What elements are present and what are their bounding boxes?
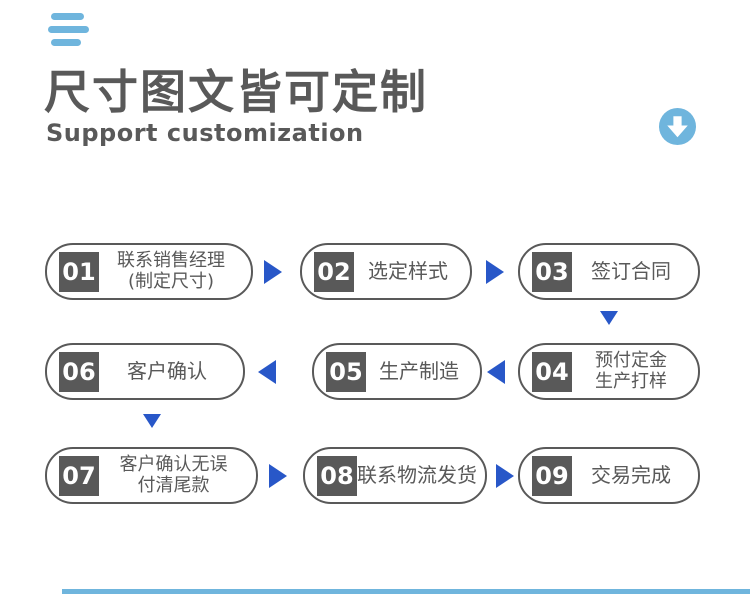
step-label: 客户确认无误 付清尾款 bbox=[99, 453, 248, 496]
flow-step-06: 06 客户确认 bbox=[45, 343, 245, 400]
step-label-line: 付清尾款 bbox=[137, 474, 210, 496]
arrow-left-icon bbox=[487, 360, 505, 384]
arrow-right-icon bbox=[486, 260, 504, 284]
step-label-line: (制定尺寸) bbox=[127, 270, 215, 292]
bottom-accent-bar bbox=[62, 589, 750, 594]
arrow-right-icon bbox=[264, 260, 282, 284]
step-number-badge: 08 bbox=[317, 455, 357, 496]
flow-step-03: 03 签订合同 bbox=[518, 243, 700, 300]
step-label: 联系物流发货 bbox=[357, 464, 477, 487]
step-label-line: 联系销售经理 bbox=[117, 249, 225, 271]
flow-step-05: 05 生产制造 bbox=[312, 343, 482, 400]
arrow-down-icon bbox=[600, 311, 618, 325]
page-subtitle: Support customization bbox=[46, 119, 364, 147]
flow-step-08: 08 联系物流发货 bbox=[303, 447, 487, 504]
step-number-badge: 02 bbox=[314, 251, 354, 292]
step-label: 预付定金 生产打样 bbox=[572, 349, 690, 392]
step-label-line: 联系物流发货 bbox=[357, 463, 477, 487]
step-label: 签订合同 bbox=[572, 260, 690, 283]
arrow-down-icon bbox=[143, 414, 161, 428]
page-title: 尺寸图文皆可定制 bbox=[44, 65, 428, 119]
arrow-right-icon bbox=[269, 464, 287, 488]
step-number-badge: 07 bbox=[59, 455, 99, 496]
flow-step-09: 09 交易完成 bbox=[518, 447, 700, 504]
step-label-line: 交易完成 bbox=[591, 463, 671, 487]
step-number-badge: 09 bbox=[532, 455, 572, 496]
flow-step-07: 07 客户确认无误 付清尾款 bbox=[45, 447, 258, 504]
step-label: 生产制造 bbox=[366, 360, 472, 383]
arrow-left-icon bbox=[258, 360, 276, 384]
flow-step-02: 02 选定样式 bbox=[300, 243, 472, 300]
step-label-line: 签订合同 bbox=[591, 259, 671, 283]
step-label-line: 生产制造 bbox=[379, 359, 459, 383]
step-number-badge: 01 bbox=[59, 251, 99, 292]
step-number-badge: 04 bbox=[532, 351, 572, 392]
step-label-line: 客户确认 bbox=[127, 359, 207, 383]
step-label: 客户确认 bbox=[99, 360, 235, 383]
scroll-down-circle-icon bbox=[659, 108, 696, 145]
flow-step-04: 04 预付定金 生产打样 bbox=[518, 343, 700, 400]
step-number-badge: 05 bbox=[326, 351, 366, 392]
step-label-line: 预付定金 bbox=[595, 349, 667, 371]
step-label: 联系销售经理 (制定尺寸) bbox=[99, 249, 243, 292]
step-label-line: 选定样式 bbox=[368, 259, 448, 283]
step-label-line: 客户确认无误 bbox=[119, 453, 228, 475]
arrow-right-icon bbox=[496, 464, 514, 488]
menu-lines-icon bbox=[48, 13, 89, 46]
flow-step-01: 01 联系销售经理 (制定尺寸) bbox=[45, 243, 253, 300]
step-number-badge: 03 bbox=[532, 251, 572, 292]
step-label: 交易完成 bbox=[572, 464, 690, 487]
step-label: 选定样式 bbox=[354, 260, 462, 283]
step-label-line: 生产打样 bbox=[595, 370, 667, 392]
step-number-badge: 06 bbox=[59, 351, 99, 392]
